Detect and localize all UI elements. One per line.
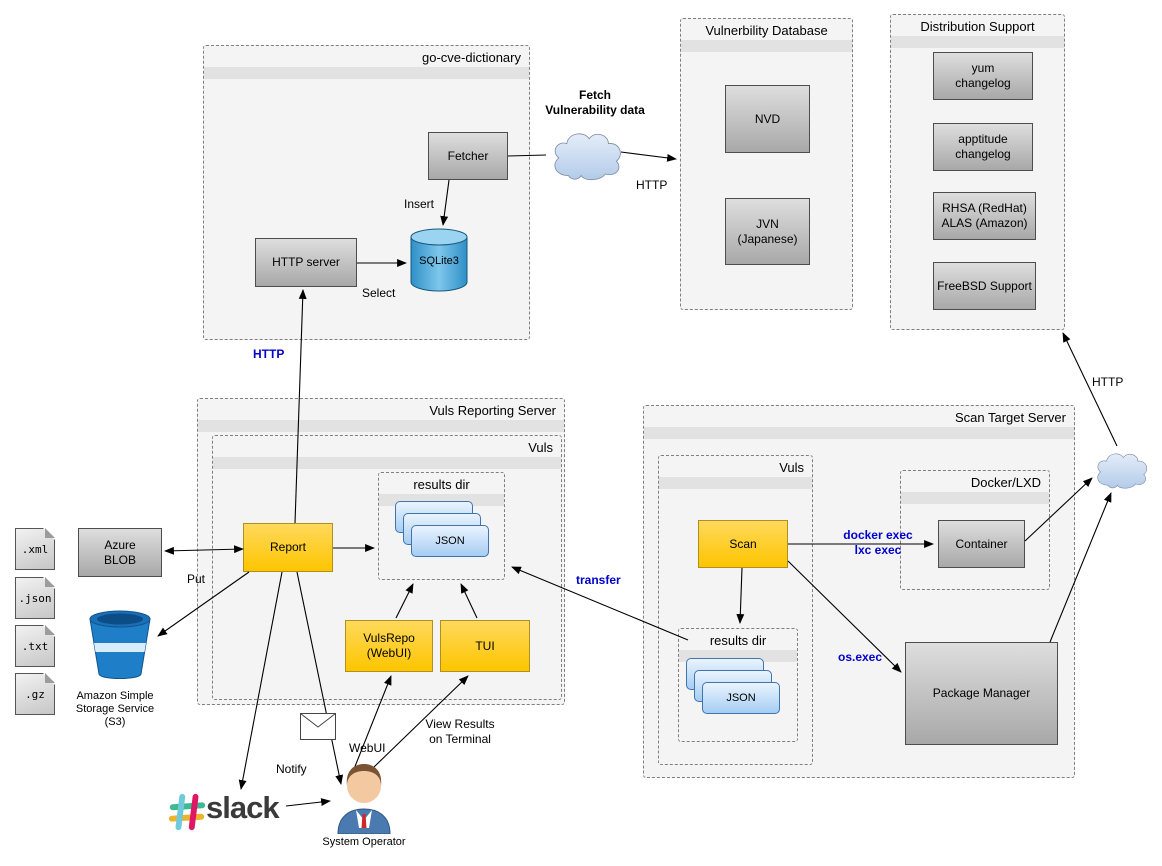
group-title-vuls-reporting: Vuls <box>528 440 553 455</box>
s3-caption: Amazon Simple Storage Service (S3) <box>75 690 155 728</box>
group-vulnerability-database: Vulnerbility Database <box>680 18 853 310</box>
file-icon-json: .json <box>15 577 55 619</box>
label-fetch-vulnerability-data: Fetch Vulnerability data <box>545 88 645 117</box>
node-nvd: NVD <box>725 85 810 153</box>
label-os-exec: os.exec <box>838 650 883 664</box>
group-title-scan-target-server: Scan Target Server <box>954 410 1066 425</box>
group-title-strip <box>901 492 1049 504</box>
group-title-strip <box>198 420 564 432</box>
sqlite3-database-icon: SQLite3 <box>410 228 468 292</box>
node-tui: TUI <box>440 620 530 672</box>
group-title-strip <box>681 40 852 52</box>
sqlite3-label: SQLite3 <box>419 255 459 267</box>
json-file-card: JSON <box>702 682 780 714</box>
system-operator-caption: System Operator <box>322 836 406 848</box>
arrow-slack-operator <box>285 798 331 807</box>
group-title-strip <box>891 36 1064 48</box>
label-put: Put <box>187 572 206 586</box>
s3-bucket-icon <box>88 610 152 682</box>
slack-hash-icon <box>168 792 206 832</box>
node-rhsa-alas: RHSA (RedHat) ALAS (Amazon) <box>933 192 1036 240</box>
group-title-strip <box>213 457 561 469</box>
group-title-results-dir: results dir <box>413 477 470 492</box>
group-title-vuls-reporting-server: Vuls Reporting Server <box>429 403 556 418</box>
label-http-dist: HTTP <box>1092 375 1124 389</box>
label-notify: Notify <box>276 762 307 776</box>
label-select: Select <box>362 286 396 300</box>
internet-cloud-icon <box>546 126 626 182</box>
group-title-vulnerability-database: Vulnerbility Database <box>705 23 828 38</box>
node-yum-changelog: yum changelog <box>933 52 1033 100</box>
label-http-report: HTTP <box>253 347 285 361</box>
node-http-server: HTTP server <box>255 238 357 287</box>
slack-logo-text: slack <box>206 790 280 825</box>
label-view-results: View Results on Terminal <box>425 717 495 746</box>
file-icon-txt: .txt <box>15 625 55 667</box>
json-results-stack-scan: JSON <box>686 658 781 716</box>
group-go-cve-dictionary: go-cve-dictionary <box>203 45 530 340</box>
node-azure-blob: Azure BLOB <box>78 528 162 577</box>
node-apptitude-changelog: apptitude changelog <box>933 123 1033 171</box>
group-title-results-dir: results dir <box>709 633 767 648</box>
group-title-go-cve-dictionary: go-cve-dictionary <box>422 50 521 65</box>
group-title-strip <box>659 477 812 489</box>
group-title-strip <box>644 427 1074 439</box>
group-title-vuls-scan: Vuls <box>779 460 804 475</box>
group-title-distribution-support: Distribution Support <box>920 19 1035 34</box>
json-file-card: JSON <box>411 525 489 557</box>
group-title-strip <box>204 67 529 79</box>
label-docker-lxc-exec: docker exec lxc exec <box>843 528 913 557</box>
label-insert: Insert <box>404 197 435 211</box>
node-fetcher: Fetcher <box>428 132 508 180</box>
system-operator-icon <box>336 756 392 835</box>
json-results-stack-reporting: JSON <box>395 501 490 559</box>
label-transfer: transfer <box>576 573 621 587</box>
node-jvn: JVN (Japanese) <box>725 198 810 265</box>
label-http-fetch: HTTP <box>636 178 668 192</box>
node-scan: Scan <box>698 520 788 568</box>
file-icon-gz: .gz <box>15 673 55 715</box>
node-report: Report <box>243 523 333 572</box>
email-envelope-icon <box>300 713 336 740</box>
node-vulsrepo: VulsRepo (WebUI) <box>345 620 433 672</box>
node-container: Container <box>938 520 1025 568</box>
node-package-manager: Package Manager <box>905 642 1058 745</box>
arrow-cloud-vulndb <box>620 151 677 162</box>
node-freebsd-support: FreeBSD Support <box>933 262 1036 310</box>
internet-cloud-icon <box>1091 445 1151 493</box>
file-icon-xml: .xml <box>15 528 55 570</box>
label-webui: WebUI <box>349 741 386 755</box>
group-title-docker-lxd: Docker/LXD <box>970 475 1041 490</box>
